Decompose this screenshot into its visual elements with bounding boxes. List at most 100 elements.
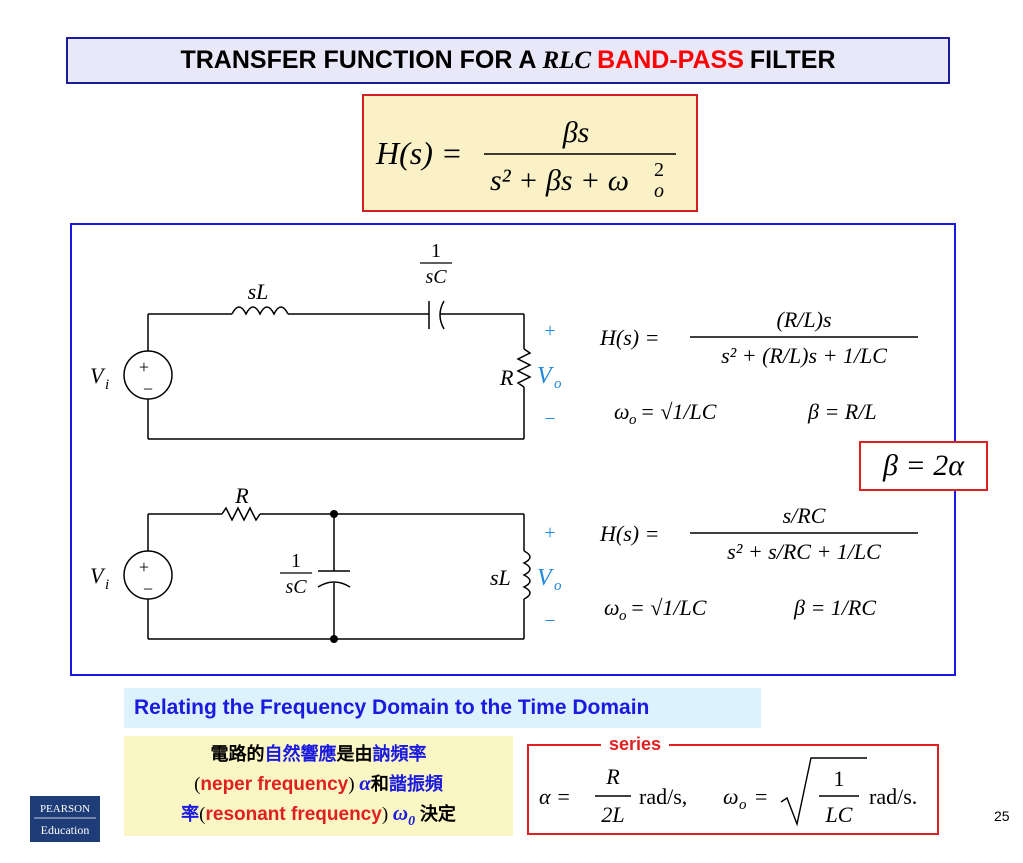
description-line-2: (neper frequency) α和諧振頻 bbox=[124, 769, 513, 799]
desc-omega-sub: 0 bbox=[408, 813, 416, 829]
alpha-num: R bbox=[605, 764, 620, 789]
w0-eq: = bbox=[755, 784, 767, 809]
formula-den-sub: o bbox=[654, 180, 664, 202]
desc-paren-close-2: ) bbox=[381, 804, 389, 825]
series-h-den: s² + (R/L)s + 1/LC bbox=[721, 343, 887, 368]
title-rlc: RLC bbox=[542, 46, 592, 74]
series-inductor-coil bbox=[231, 306, 289, 316]
alpha-lhs: α = bbox=[539, 784, 571, 809]
w0-num: 1 bbox=[834, 766, 845, 791]
series-src-minus: − bbox=[143, 379, 153, 399]
desc-neper: 訥頻率 bbox=[372, 744, 427, 765]
pearson-logo-svg: PEARSON Education bbox=[34, 803, 96, 837]
parallel-node-bottom bbox=[330, 635, 338, 643]
parallel-circuit bbox=[123, 506, 531, 640]
title-part4: FILTER bbox=[749, 46, 836, 74]
series-w0-rhs: = √1/LC bbox=[640, 399, 717, 424]
w0-den: LC bbox=[825, 802, 853, 827]
desc-alpha: α bbox=[359, 771, 371, 795]
parallel-resistor bbox=[221, 506, 261, 522]
desc-paren-open-1: ( bbox=[194, 774, 201, 795]
parallel-h-lhs: H(s) = bbox=[599, 521, 659, 546]
series-equations: H(s) = (R/L)s s² + (R/L)s + 1/LC ω o = √… bbox=[599, 307, 918, 428]
pearson-logo: PEARSON Education bbox=[30, 796, 100, 842]
transfer-function-box: H(s) = βs s² + βs + ω o 2 bbox=[362, 94, 698, 212]
series-labels: + − V i sL 1 sC R + V o − bbox=[90, 240, 562, 430]
formula-denominator: s² + βs + ω bbox=[490, 164, 629, 197]
desc-resonant: 諧振頻 bbox=[388, 774, 443, 795]
description-line-1: 電路的自然響應是由訥頻率 bbox=[124, 740, 513, 769]
series-beta: β = R/L bbox=[807, 399, 877, 424]
series-label: series bbox=[601, 734, 670, 755]
parallel-w0-rhs: = √1/LC bbox=[630, 595, 707, 620]
series-inductor-label: sL bbox=[248, 279, 269, 304]
parallel-h-den: s² + s/RC + 1/LC bbox=[727, 539, 881, 564]
series-w0-sub: o bbox=[629, 412, 637, 428]
logo-line-1: PEARSON bbox=[40, 803, 90, 815]
desc-and: 和 bbox=[370, 774, 389, 795]
desc-text-2: 是由 bbox=[336, 744, 373, 765]
parallel-vo-label: V bbox=[537, 565, 554, 591]
parallel-vi-label: V bbox=[90, 563, 106, 588]
w0-sub: o bbox=[739, 797, 747, 813]
parallel-inductor-label: sL bbox=[490, 565, 511, 590]
parallel-src-plus: + bbox=[139, 557, 149, 577]
parallel-cap-plate-2 bbox=[317, 581, 351, 588]
parallel-labels: + − V i R 1 sC sL + V o − bbox=[90, 483, 562, 632]
series-formula-svg: α = R 2L rad/s, ω o = 1 LC rad/s. bbox=[539, 757, 917, 827]
series-h-num: (R/L)s bbox=[777, 307, 832, 332]
series-cap-label-den: sC bbox=[425, 266, 447, 288]
series-out-minus: − bbox=[544, 408, 555, 430]
parallel-src-minus: − bbox=[143, 579, 153, 599]
logo-line-2: Education bbox=[41, 823, 90, 837]
series-h-lhs: H(s) = bbox=[599, 325, 659, 350]
series-cap-plate-2 bbox=[439, 300, 445, 330]
transfer-function-formula: H(s) = βs s² + βs + ω o 2 bbox=[375, 116, 676, 202]
desc-paren-open-2: ( bbox=[199, 804, 206, 825]
series-formula-box: α = R 2L rad/s, ω o = 1 LC rad/s. bbox=[527, 744, 939, 835]
parallel-equations: H(s) = s/RC s² + s/RC + 1/LC ω o = √1/LC… bbox=[599, 503, 918, 624]
parallel-voltage-source bbox=[123, 550, 173, 600]
formula-lhs: H(s) = bbox=[375, 135, 462, 171]
parallel-nodes bbox=[330, 510, 338, 643]
parallel-w0-lhs: ω bbox=[604, 595, 620, 620]
w0-sqrt bbox=[780, 757, 867, 827]
series-cap-label-num: 1 bbox=[431, 240, 441, 262]
parallel-node-top bbox=[330, 510, 338, 518]
parallel-w0-sub: o bbox=[619, 608, 627, 624]
parallel-out-plus: + bbox=[544, 522, 555, 544]
alpha-unit: rad/s, bbox=[639, 784, 687, 809]
desc-natural-response: 自然響應 bbox=[264, 744, 337, 765]
series-resistor bbox=[516, 348, 532, 388]
title-part1: TRANSFER FUNCTION FOR A bbox=[180, 46, 537, 74]
title-band-pass: BAND-PASS bbox=[597, 46, 744, 74]
series-src-plus: + bbox=[139, 357, 149, 377]
parallel-vo-sub: o bbox=[554, 578, 562, 594]
series-voltage-source bbox=[123, 350, 173, 400]
series-w0-lhs: ω bbox=[614, 399, 630, 424]
alpha-den: 2L bbox=[601, 802, 624, 827]
desc-omega: ω bbox=[392, 801, 409, 825]
desc-text-1: 電路的 bbox=[210, 744, 265, 765]
relating-banner: Relating the Frequency Domain to the Tim… bbox=[124, 688, 761, 728]
series-out-plus: + bbox=[544, 320, 555, 342]
parallel-out-minus: − bbox=[544, 610, 555, 632]
series-vo-sub: o bbox=[554, 376, 562, 392]
series-resistor-label: R bbox=[499, 365, 514, 390]
desc-resonant-end: 率 bbox=[181, 804, 200, 825]
series-vo-label: V bbox=[537, 363, 554, 389]
page-number: 25 bbox=[994, 808, 1010, 824]
series-vi-label: V bbox=[90, 363, 106, 388]
desc-resonant-frequency: resonant frequency bbox=[205, 804, 382, 825]
parallel-cap-label-den: sC bbox=[285, 576, 307, 598]
parallel-cap-label-num: 1 bbox=[291, 550, 301, 572]
formula-den-sup: 2 bbox=[654, 159, 664, 181]
parallel-inductor-coil bbox=[522, 550, 531, 600]
parallel-h-num: s/RC bbox=[783, 503, 826, 528]
desc-neper-frequency: neper frequency bbox=[200, 774, 349, 795]
parallel-vi-sub: i bbox=[105, 577, 109, 593]
desc-determine: 決定 bbox=[419, 804, 456, 825]
series-vi-sub: i bbox=[105, 377, 109, 393]
parallel-resistor-label: R bbox=[234, 483, 249, 508]
description-box: 電路的自然響應是由訥頻率 (neper frequency) α和諧振頻 率(r… bbox=[124, 736, 513, 836]
